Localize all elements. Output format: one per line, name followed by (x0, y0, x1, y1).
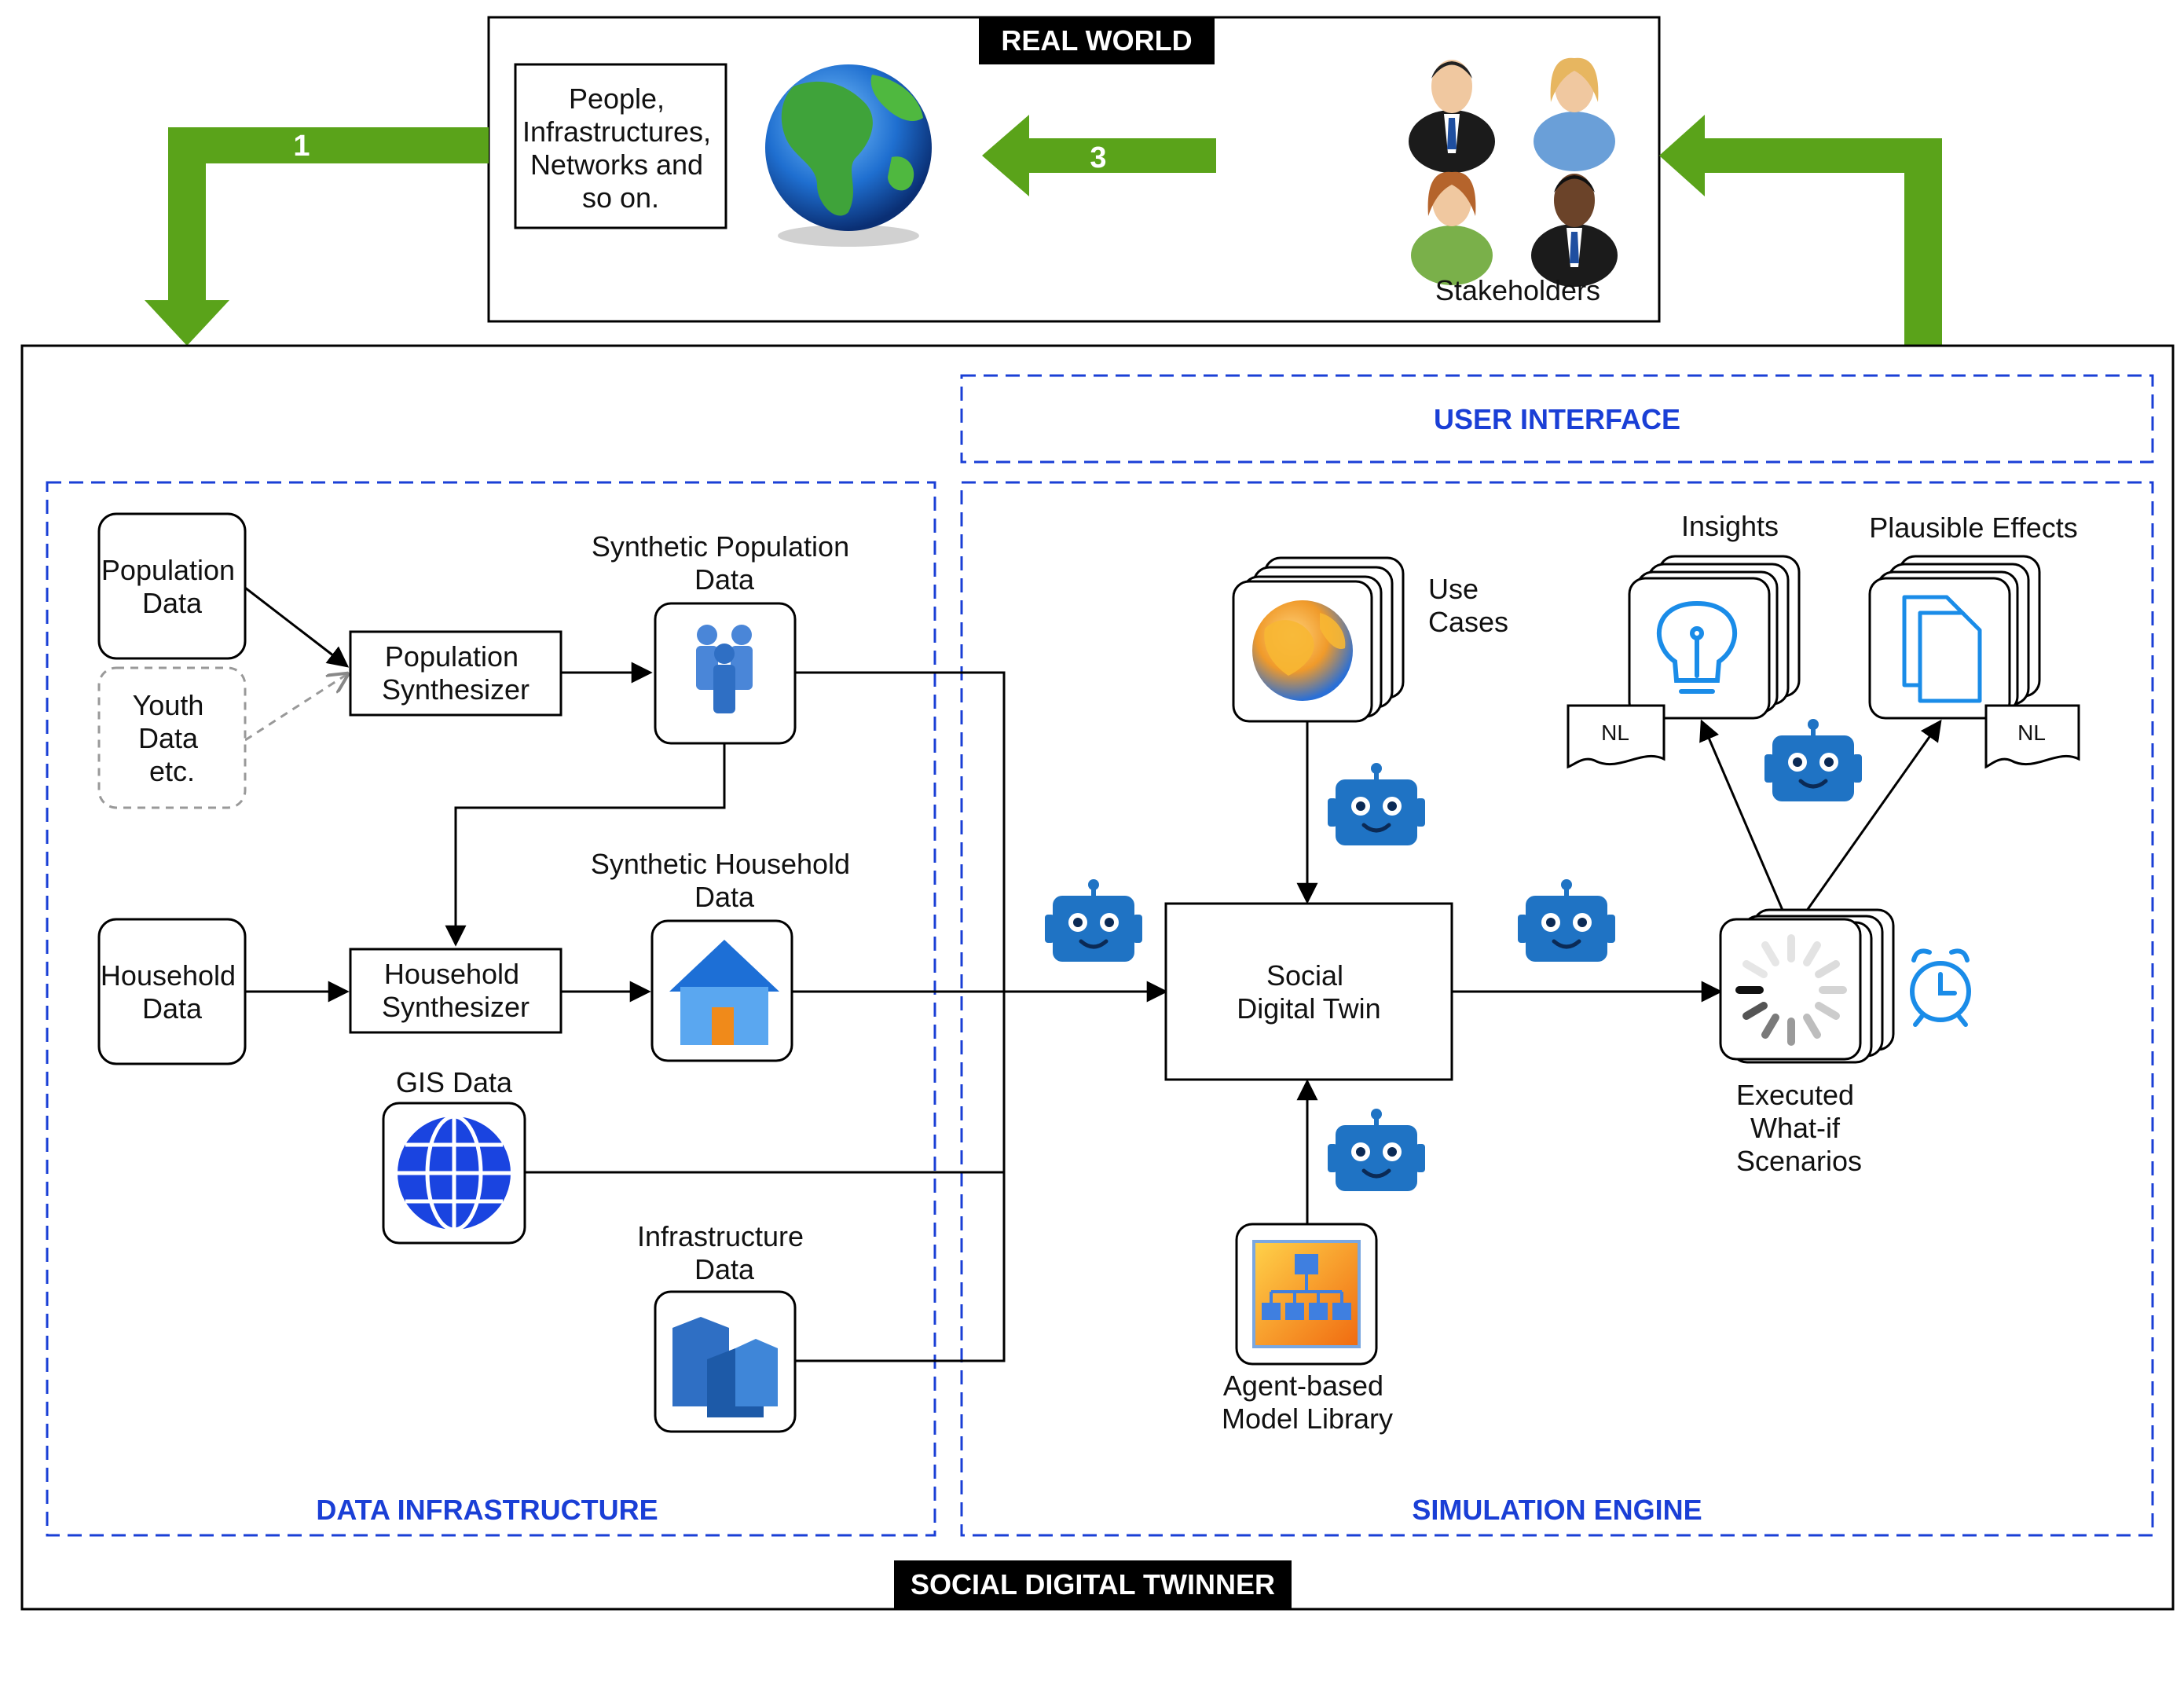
abm-library-node: Agent-based Model Library (1222, 1223, 1393, 1435)
youth-data-box: Youth Data etc. (97, 666, 247, 809)
svg-text:Insights: Insights (1681, 510, 1779, 542)
data-infrastructure-section: DATA INFRASTRUCTURE (46, 481, 936, 1537)
svg-text:Youth Data etc.: Youth Data etc. (133, 689, 212, 787)
user-interface-section: USER INTERFACE (960, 374, 2154, 464)
people-box-text: People, Infrastructures, Networks and so… (522, 82, 719, 214)
nl-note-left: NL (1567, 704, 1665, 769)
plausible-effects-node: Plausible Effects NL (1868, 512, 2080, 769)
people-box (514, 63, 727, 229)
svg-text:Plausible Effects: Plausible Effects (1869, 512, 2077, 544)
svg-text:Population Synthesizer: Population Synthesizer (382, 640, 530, 706)
svg-text:Agent-based Model Librar: Agent-based Model Library (1222, 1370, 1393, 1435)
svg-text:Household Synthesizer: Household Synthesizer (382, 958, 530, 1023)
household-data-box: Household Data (97, 918, 247, 1065)
svg-text:Infrastructure Data: Infrastructure Data (637, 1220, 812, 1285)
buildings-icon (672, 1317, 778, 1417)
use-cases-globe-icon (1252, 600, 1353, 701)
robot-icon (1764, 719, 1862, 801)
use-cases-node: Use Cases (1232, 556, 1508, 723)
svg-text:GIS Data: GIS Data (396, 1066, 513, 1098)
svg-text:Population Data: Population Data (101, 554, 243, 619)
svg-text:Synthetic Household Data: Synthetic Household Data (591, 848, 858, 913)
robot-icon (1328, 1109, 1425, 1191)
robot-icon (1045, 879, 1142, 962)
svg-text:2: 2 (1949, 175, 1966, 208)
svg-text:1: 1 (293, 130, 310, 163)
loading-spinner-icon (1735, 934, 1847, 1046)
svg-text:Use: Use (1428, 573, 1479, 605)
svg-text:NL: NL (1601, 720, 1629, 745)
scenarios-node: Executed What-if Scenarios (1719, 908, 1971, 1177)
insights-node: Insights NL (1567, 510, 1801, 769)
documents-icon (1902, 595, 1982, 703)
earth-globe-icon (765, 64, 932, 247)
social-digital-twin-box: Social Digital Twin (1164, 902, 1453, 1081)
synthetic-population-node: Synthetic Population Data (592, 530, 857, 745)
infrastructure-data-node: Infrastructure Data (637, 1220, 812, 1433)
twinner-title: SOCIAL DIGITAL TWINNER (911, 1568, 1275, 1600)
twinner-panel: SOCIAL DIGITAL TWINNER (20, 344, 2175, 1611)
arrow-2: 2 (1659, 115, 1966, 346)
svg-text:NL: NL (2017, 720, 2046, 745)
connectors-sim (1296, 719, 1942, 1224)
robot-icon (1328, 763, 1425, 845)
household-synthesizer-box: Household Synthesizer (349, 948, 562, 1034)
lightbulb-icon (1656, 600, 1738, 694)
people-group-icon (696, 625, 753, 713)
stakeholders-icon: Stakeholders (1409, 57, 1618, 306)
synthetic-household-node: Synthetic Household Data (591, 848, 858, 1062)
alarm-clock-icon (1910, 948, 1971, 1027)
svg-text:Executed What-if S: Executed What-if Scenarios (1736, 1079, 1862, 1177)
arrow-3: 3 (982, 115, 1216, 196)
gis-data-node: GIS Data (382, 1066, 526, 1245)
simulation-engine-section: SIMULATION ENGINE (960, 481, 2154, 1537)
svg-text:Synthetic Population Dat: Synthetic Population Data (592, 530, 857, 596)
svg-text:DATA INFRASTRUCTURE: DATA INFRASTRUCTURE (316, 1494, 658, 1526)
population-data-box: Population Data (97, 512, 247, 660)
house-icon (669, 940, 779, 1045)
population-synthesizer-box: Population Synthesizer (349, 630, 562, 717)
svg-text:3: 3 (1090, 141, 1106, 174)
real-world-panel: REAL WORLD People, Infrastructures, Netw… (487, 16, 1661, 323)
svg-text:Cases: Cases (1428, 606, 1508, 638)
svg-text:Household Data: Household Data (101, 959, 244, 1025)
real-world-title: REAL WORLD (1001, 24, 1192, 57)
svg-text:USER INTERFACE: USER INTERFACE (1434, 403, 1680, 435)
stakeholders-label: Stakeholders (1435, 274, 1600, 306)
svg-text:Social Digital Twin: Social Digital Twin (1237, 959, 1380, 1025)
robot-icon (1518, 879, 1615, 962)
hierarchy-icon (1262, 1254, 1351, 1320)
nl-note-right: NL (1984, 704, 2080, 769)
connectors-data (244, 586, 1168, 1362)
globe-grid-icon (398, 1114, 511, 1232)
svg-text:SIMULATION ENGINE: SIMULATION ENGINE (1412, 1494, 1702, 1526)
arrow-1: 1 (145, 127, 489, 346)
